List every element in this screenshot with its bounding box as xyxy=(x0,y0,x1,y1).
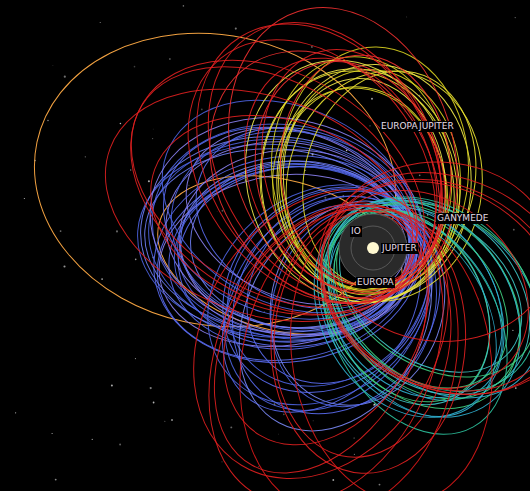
star xyxy=(189,185,190,186)
moon-label: EUROPA xyxy=(356,277,395,288)
orbit-path xyxy=(236,29,466,306)
star xyxy=(222,210,224,212)
star xyxy=(515,387,517,389)
star xyxy=(153,402,155,404)
star xyxy=(24,198,25,199)
moon-label: EUROPA xyxy=(380,121,419,132)
star xyxy=(169,58,171,60)
star xyxy=(55,479,57,481)
star xyxy=(152,128,154,130)
orbit-path xyxy=(286,180,530,467)
star xyxy=(480,364,482,366)
orbit-path xyxy=(72,47,450,363)
star xyxy=(311,46,313,48)
star xyxy=(130,169,131,170)
star xyxy=(85,156,86,157)
star xyxy=(152,138,153,139)
orbit-path xyxy=(276,168,530,452)
orbit-path xyxy=(264,201,472,478)
star xyxy=(171,419,173,421)
star xyxy=(221,461,222,462)
star xyxy=(512,330,513,331)
star xyxy=(344,129,346,131)
orbit-path xyxy=(253,71,468,313)
star xyxy=(134,66,136,68)
star xyxy=(373,404,375,406)
star xyxy=(111,385,113,387)
orbit-path xyxy=(193,0,493,328)
star xyxy=(92,439,93,440)
star xyxy=(120,123,122,125)
orbit-path xyxy=(237,51,480,322)
star xyxy=(116,230,118,232)
star xyxy=(324,197,326,199)
orbit-path xyxy=(269,194,514,491)
star xyxy=(52,433,53,434)
star xyxy=(100,22,101,23)
star xyxy=(201,109,203,111)
star xyxy=(354,437,355,438)
star xyxy=(164,420,166,422)
star xyxy=(354,454,355,455)
star xyxy=(101,278,103,280)
star xyxy=(47,120,48,121)
star xyxy=(278,433,280,435)
moon-label: IO xyxy=(350,226,362,237)
orbit-path xyxy=(146,0,492,349)
star xyxy=(283,413,285,415)
star xyxy=(379,484,381,486)
star xyxy=(515,17,516,18)
moon-label: GANYMEDE xyxy=(436,213,489,224)
star xyxy=(135,358,136,359)
star xyxy=(150,387,152,389)
orbit-path xyxy=(137,0,486,352)
orbit-path xyxy=(88,17,461,357)
orbit-path xyxy=(84,8,472,367)
planet-label: JUPITER xyxy=(418,121,455,132)
star xyxy=(332,479,334,481)
star xyxy=(406,16,408,18)
star xyxy=(313,420,314,421)
star xyxy=(15,412,16,413)
star xyxy=(230,426,232,428)
jupiter-disk xyxy=(367,242,379,254)
star xyxy=(63,265,65,267)
orbit-path xyxy=(281,149,530,429)
star xyxy=(369,125,370,126)
star xyxy=(403,111,405,113)
star xyxy=(119,444,121,446)
star xyxy=(64,76,66,78)
star xyxy=(183,5,185,7)
star xyxy=(135,259,137,261)
orbit-path xyxy=(323,156,530,347)
planet-label: JUPITER xyxy=(381,243,418,254)
star xyxy=(371,98,373,100)
star xyxy=(216,211,218,213)
orbit-path xyxy=(282,131,530,435)
star xyxy=(346,150,348,152)
star xyxy=(60,230,62,232)
star xyxy=(52,65,54,67)
orbit-path xyxy=(171,173,471,491)
orbit-path xyxy=(142,142,500,491)
star xyxy=(235,28,237,30)
star xyxy=(367,334,368,335)
star xyxy=(148,180,150,182)
star xyxy=(513,229,515,231)
orbit-path xyxy=(123,81,441,350)
star xyxy=(419,174,421,176)
